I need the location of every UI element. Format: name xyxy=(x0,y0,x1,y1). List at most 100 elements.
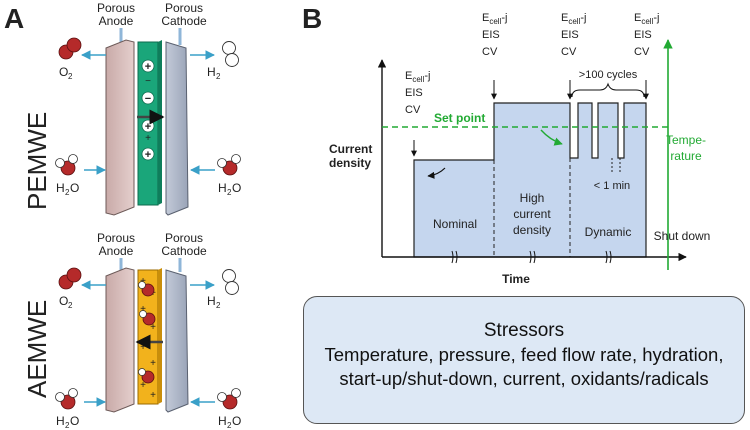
pemwe-sign-3: + xyxy=(145,121,151,133)
mg2-tail: -j xyxy=(501,12,507,24)
pemwe-sign-small-2: + xyxy=(145,133,151,144)
mg2-e: E xyxy=(482,12,489,24)
ylabel-line-2: density xyxy=(329,156,371,170)
aemwe-sign-8: + xyxy=(150,390,156,401)
ylabel-line-1: Current xyxy=(329,142,372,156)
svg-text:Ecell-j: Ecell-j xyxy=(561,12,586,26)
aemwe-sign-3: + xyxy=(140,304,146,315)
pemwe-cathode-label-2: Cathode xyxy=(161,14,207,28)
aemwe-h2-label: H xyxy=(207,294,216,308)
pemwe-water-right-sub: 2 xyxy=(227,188,232,197)
phase-high-3: density xyxy=(513,223,551,237)
phase-nominal: Nominal xyxy=(433,217,477,231)
protocol-diagram: Set point Tempe- rature Current density … xyxy=(329,12,710,286)
mg1-sub: cell xyxy=(412,75,424,84)
temperature-label-2: rature xyxy=(670,149,702,163)
mg2-eis: EIS xyxy=(482,29,500,41)
aemwe-o2-molecule xyxy=(58,267,82,290)
measurement-group-4: Ecell-j EIS CV xyxy=(634,12,659,100)
mg1-eis: EIS xyxy=(405,87,423,99)
aemwe-sign-4: + xyxy=(150,322,156,333)
panel-b-label: B xyxy=(302,3,322,34)
mg4-sub: cell xyxy=(641,17,653,26)
phase-high-1: High xyxy=(520,191,545,205)
pemwe-water-left-o: O xyxy=(70,181,79,195)
pemwe-sign-small-1: − xyxy=(145,76,151,87)
aemwe-sign-6: + xyxy=(150,358,156,369)
pemwe-label: PEMWE xyxy=(22,112,52,210)
aemwe-anode-plate xyxy=(105,267,135,413)
stressors-line-1: Temperature, pressure, feed flow rate, h… xyxy=(324,344,724,365)
stressors-title: Stressors xyxy=(483,320,565,341)
aemwe-water-left-sub: 2 xyxy=(65,421,70,430)
measurement-group-2: Ecell-j EIS CV xyxy=(482,12,507,100)
mg4-eis: EIS xyxy=(634,29,652,41)
pemwe-water-left-sub: 2 xyxy=(65,188,70,197)
pemwe-sign-2: − xyxy=(145,93,151,105)
aemwe-cathode-label-1: Porous xyxy=(165,231,203,245)
stressors-box: Stressors Temperature, pressure, feed fl… xyxy=(303,296,745,424)
mg4-tail: -j xyxy=(653,12,659,24)
pemwe-h2-sub: 2 xyxy=(216,72,221,81)
pemwe-o2-sub: 2 xyxy=(68,72,73,81)
aemwe-cathode-plate xyxy=(165,269,189,413)
svg-text:Ecell-j: Ecell-j xyxy=(482,12,507,26)
pemwe-charge-4 xyxy=(141,147,155,161)
pemwe-anode-plate xyxy=(105,39,135,216)
pemwe-water-right-h: H xyxy=(218,181,227,195)
current-profile xyxy=(413,102,647,258)
mg1-cv: CV xyxy=(405,104,421,116)
mg2-sub: cell xyxy=(489,17,501,26)
phase-dynamic: Dynamic xyxy=(585,225,632,239)
aemwe-membrane-edge xyxy=(158,268,162,404)
svg-text:Ecell-j: Ecell-j xyxy=(405,70,430,84)
mg1-e: E xyxy=(405,70,412,82)
mg4-e: E xyxy=(634,12,641,24)
cycles-brace xyxy=(571,82,645,98)
aemwe-water-left-h: H xyxy=(56,414,65,428)
aemwe-water-left-molecule xyxy=(55,388,78,410)
pemwe-water-left-h: H xyxy=(56,181,65,195)
pemwe-cathode-plate xyxy=(165,41,189,216)
svg-text:Ecell-j: Ecell-j xyxy=(634,12,659,26)
phase-high-2: current xyxy=(513,207,551,221)
set-point-label: Set point xyxy=(434,111,485,125)
mg3-cv: CV xyxy=(561,46,577,58)
aemwe-water-right-h: H xyxy=(218,414,227,428)
aemwe-cell: AEMWE Porous Anode Porous Cathode + + + … xyxy=(22,231,241,430)
mg3-e: E xyxy=(561,12,568,24)
aemwe-water-right-o: O xyxy=(232,414,241,428)
aemwe-anode-label-2: Anode xyxy=(99,244,134,258)
pemwe-membrane-edge xyxy=(158,40,162,205)
stressors-line-2: start-up/shut-down, current, oxidants/ra… xyxy=(339,368,709,389)
aemwe-water-right-molecule xyxy=(217,388,241,410)
pemwe-cell: PEMWE Porous Anode Porous Cathode + − + … xyxy=(22,1,241,216)
pemwe-cathode-label-1: Porous xyxy=(165,1,203,15)
pemwe-h2-label: H xyxy=(207,65,216,79)
pemwe-water-right-o: O xyxy=(232,181,241,195)
phase-shutdown: Shut down xyxy=(654,229,711,243)
aemwe-cathode-label-2: Cathode xyxy=(161,244,207,258)
lt-min-label: < 1 min xyxy=(594,180,630,192)
aemwe-sign-5: + xyxy=(140,342,146,353)
aemwe-water-left-o: O xyxy=(70,414,79,428)
pemwe-anode-label-2: Anode xyxy=(99,14,134,28)
temperature-label-1: Tempe- xyxy=(666,133,706,147)
panel-a-label: A xyxy=(4,3,24,34)
pemwe-sign-1: + xyxy=(145,61,151,73)
mg2-cv: CV xyxy=(482,46,498,58)
pemwe-o2-label: O xyxy=(59,65,68,79)
xlabel: Time xyxy=(502,272,530,286)
aemwe-o2-label: O xyxy=(59,294,68,308)
mg3-sub: cell xyxy=(568,17,580,26)
pemwe-water-right-molecule xyxy=(217,154,241,176)
set-point-curve-arrow xyxy=(540,129,563,146)
pemwe-anode-label-1: Porous xyxy=(97,1,135,15)
mg4-cv: CV xyxy=(634,46,650,58)
pemwe-sign-4: + xyxy=(145,149,151,161)
aemwe-anode-label-1: Porous xyxy=(97,231,135,245)
aemwe-h2-molecule xyxy=(222,269,239,295)
cycles-label: >100 cycles xyxy=(579,69,638,81)
aemwe-sign-7: + xyxy=(140,380,146,391)
